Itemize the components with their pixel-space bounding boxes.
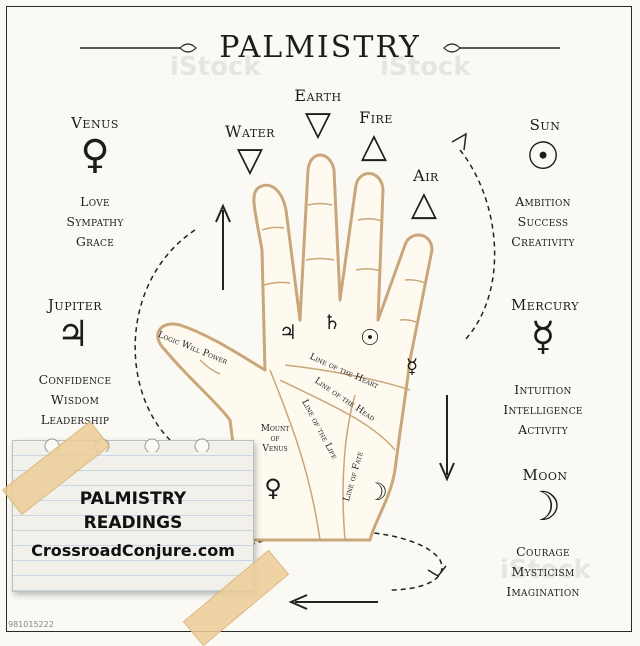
moon-title: Moon bbox=[522, 466, 568, 484]
trait: Imagination bbox=[506, 584, 580, 599]
venus-mount-icon: ♀ bbox=[264, 474, 282, 502]
trait: Intuition bbox=[514, 382, 572, 397]
jupiter-title: Jupiter bbox=[47, 296, 103, 314]
note-line-1: PALMISTRY bbox=[79, 489, 187, 509]
stock-id: 981015222 bbox=[8, 620, 54, 629]
sun-mount-icon: ☉ bbox=[360, 326, 380, 351]
sun-title: Sun bbox=[529, 116, 561, 134]
note-website: CrossroadConjure.com bbox=[31, 541, 235, 560]
jupiter-icon: ♃ bbox=[56, 314, 90, 355]
venus-title: Venus bbox=[71, 114, 119, 132]
mercury-title: Mercury bbox=[510, 296, 580, 314]
moon-mount-icon: ☽ bbox=[366, 478, 388, 506]
fire-triangle-icon: △ bbox=[360, 126, 388, 166]
trait: Leadership bbox=[40, 412, 110, 427]
trait: Creativity bbox=[511, 234, 575, 249]
sun-traits: Ambition Success Creativity bbox=[478, 192, 608, 252]
moon-traits: Courage Mysticism Imagination bbox=[478, 542, 608, 602]
watermark: iStock bbox=[170, 52, 261, 82]
mercury-icon: ☿ bbox=[530, 314, 556, 360]
earth-label: Earth bbox=[294, 86, 342, 105]
sun-icon: ☉ bbox=[525, 134, 561, 178]
note-line-2: READINGS bbox=[83, 513, 183, 533]
water-label: Water bbox=[225, 122, 275, 141]
trait: Intelligence bbox=[503, 402, 583, 417]
trait: Activity bbox=[518, 422, 568, 437]
trait: Courage bbox=[516, 544, 570, 559]
venus-icon: ♀ bbox=[80, 132, 110, 178]
air-label: Air bbox=[413, 166, 439, 185]
moon-icon: ☽ bbox=[525, 484, 561, 530]
trait: Confidence bbox=[38, 372, 112, 387]
jupiter-mount-icon: ♃ bbox=[279, 320, 297, 344]
page-frame bbox=[6, 6, 632, 632]
air-triangle-icon: △ bbox=[410, 184, 438, 224]
mount-of-venus-label: Mount of Venus bbox=[260, 424, 290, 454]
earth-triangle-icon: ▽ bbox=[304, 104, 332, 144]
trait: Grace bbox=[75, 234, 115, 249]
trait: Sympathy bbox=[66, 214, 124, 229]
water-triangle-icon: ▽ bbox=[236, 140, 264, 180]
saturn-mount-icon: ♄ bbox=[323, 310, 341, 334]
fire-label: Fire bbox=[359, 108, 393, 127]
note-binding-rings bbox=[44, 438, 210, 452]
watermark: iStock bbox=[380, 52, 471, 82]
jupiter-traits: Confidence Wisdom Leadership bbox=[10, 370, 140, 430]
trait: Love bbox=[80, 194, 110, 209]
mercury-traits: Intuition Intelligence Activity bbox=[478, 380, 608, 440]
venus-traits: Love Sympathy Grace bbox=[30, 192, 160, 252]
mercury-mount-icon: ☿ bbox=[405, 354, 419, 378]
trait: Wisdom bbox=[50, 392, 100, 407]
page-title: PALMISTRY bbox=[219, 30, 421, 65]
trait: Ambition bbox=[515, 194, 571, 209]
trait: Success bbox=[517, 214, 569, 229]
trait: Mysticism bbox=[511, 564, 575, 579]
watermark: iStock bbox=[500, 555, 591, 585]
